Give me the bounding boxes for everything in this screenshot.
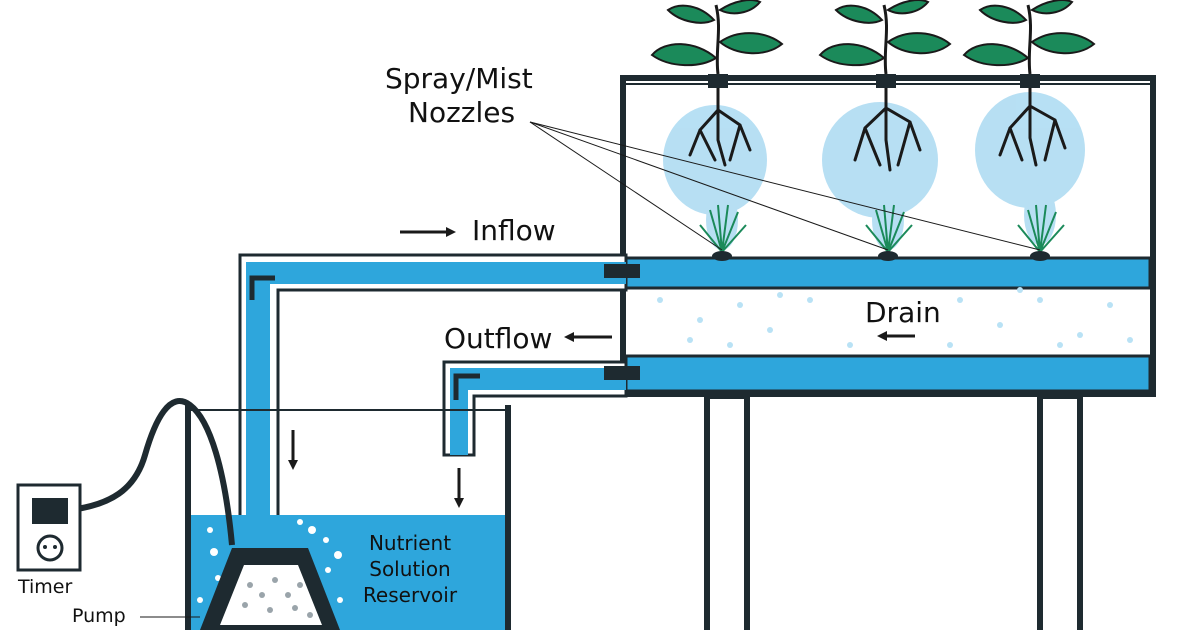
- label-nozzles: Nozzles: [408, 96, 516, 129]
- label-reservoir-line2: Solution: [369, 557, 451, 581]
- inflow-channel: [624, 256, 1152, 290]
- plant-collars: [708, 74, 1040, 88]
- drain-channel: [624, 354, 1152, 393]
- plants: [650, 0, 1096, 75]
- label-spray-mist: Spray/Mist: [385, 62, 533, 95]
- label-reservoir-line3: Reservoir: [362, 583, 458, 607]
- label-outflow: Outflow: [444, 322, 553, 355]
- label-drain: Drain: [865, 296, 941, 329]
- pump: [140, 548, 340, 630]
- table-legs: [704, 393, 1083, 630]
- label-reservoir-line1: Nutrient: [368, 531, 452, 555]
- outflow-pipe: [442, 360, 640, 457]
- label-reservoir: Nutrient Solution Reservoir: [360, 530, 460, 608]
- roots: [688, 82, 1067, 172]
- label-inflow: Inflow: [472, 214, 556, 247]
- label-pump: Pump: [72, 605, 126, 627]
- label-timer: Timer: [18, 576, 73, 598]
- flow-arrows: [288, 227, 915, 508]
- nozzle-leader-lines: [529, 121, 1041, 251]
- timer-outlet: [16, 398, 235, 572]
- nozzles: [699, 204, 1065, 261]
- drain-droplets: [657, 287, 1133, 348]
